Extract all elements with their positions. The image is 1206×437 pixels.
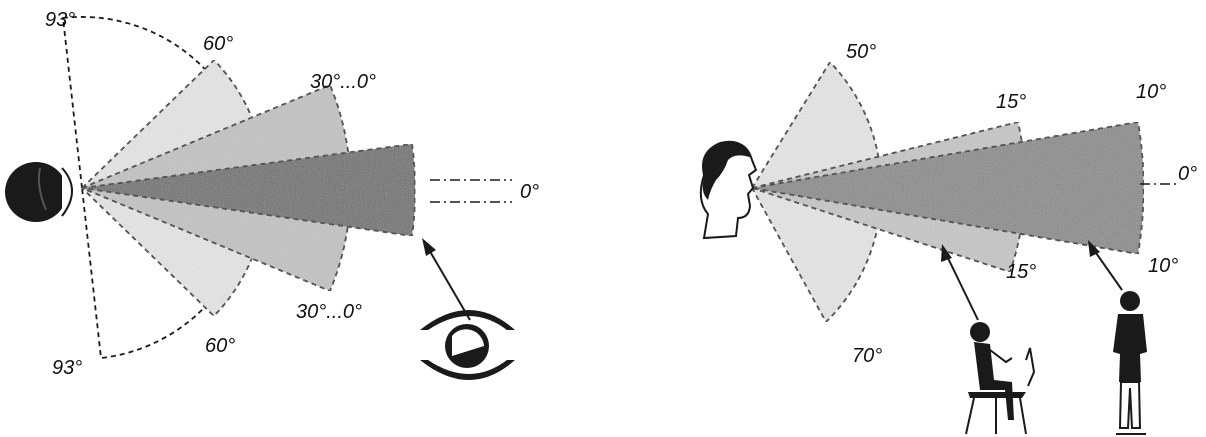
left-arrow-head xyxy=(422,238,436,256)
label-right-bottom-10: 10° xyxy=(1148,255,1178,277)
label-right-top-10: 10° xyxy=(1136,81,1166,103)
head-top-view-icon xyxy=(5,162,72,222)
label-left-top-93: 93° xyxy=(45,9,75,31)
label-left-top-30: 30°...0° xyxy=(310,71,376,93)
right-pointer-arrow-seated xyxy=(946,254,978,320)
right-pointer-arrow-standing xyxy=(1094,250,1122,290)
label-right-bottom-15: 15° xyxy=(1006,261,1036,283)
label-right-zero: 0° xyxy=(1178,163,1197,185)
seated-person-icon xyxy=(966,322,1034,434)
label-left-top-60: 60° xyxy=(203,33,233,55)
head-profile-icon xyxy=(701,141,756,238)
standing-person-icon xyxy=(1113,291,1147,434)
label-right-top-15: 15° xyxy=(996,91,1026,113)
left-panel-top-view: 93° 60° 30°...0° 0° 30°...0° 60° 93° xyxy=(5,9,539,380)
label-right-bottom-70: 70° xyxy=(852,345,882,367)
left-pointer-arrow xyxy=(428,248,470,320)
eye-icon xyxy=(420,310,515,380)
label-right-top-50: 50° xyxy=(846,41,876,63)
label-left-bottom-93: 93° xyxy=(52,357,82,379)
right-panel-side-view: 50° 15° 10° 0° 15° 10° 70° xyxy=(701,41,1197,434)
label-left-zero: 0° xyxy=(520,181,539,203)
label-left-bottom-60: 60° xyxy=(205,335,235,357)
label-left-bottom-30: 30°...0° xyxy=(296,301,362,323)
